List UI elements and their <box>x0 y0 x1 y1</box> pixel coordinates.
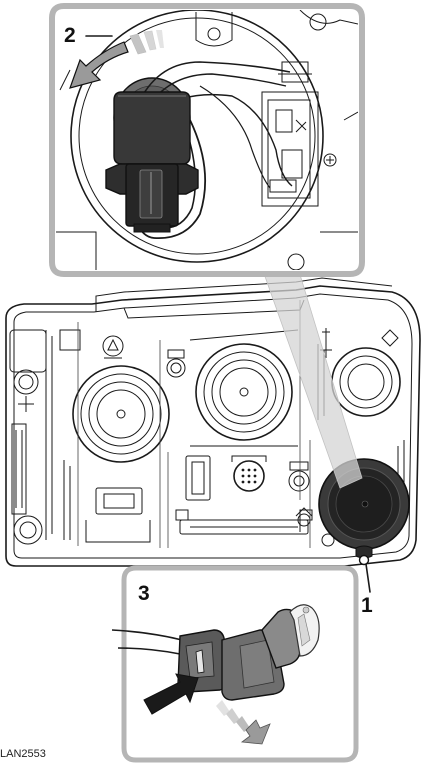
callout-1-leader <box>365 563 371 593</box>
dust-cap <box>318 458 410 566</box>
rotate-arrow-icon <box>69 30 164 89</box>
bulb-connector <box>105 91 199 233</box>
callout-3-label: 3 <box>138 582 150 605</box>
callout-2-label: 2 <box>64 24 76 47</box>
bulb-holder <box>221 608 301 701</box>
pull-arrow-icon <box>216 700 271 745</box>
magnification-cone <box>261 267 363 489</box>
reference-code: LAN2553 <box>0 748 46 760</box>
circuit-board <box>261 61 337 207</box>
push-arrow-icon <box>143 673 199 715</box>
callout-1-label: 1 <box>361 594 373 617</box>
halogen-bulb <box>289 604 320 657</box>
connector-pins <box>241 468 257 484</box>
inset-rotate-cap <box>49 3 365 277</box>
inset-remove-bulb <box>111 565 359 763</box>
headlamp-housing <box>5 277 421 567</box>
